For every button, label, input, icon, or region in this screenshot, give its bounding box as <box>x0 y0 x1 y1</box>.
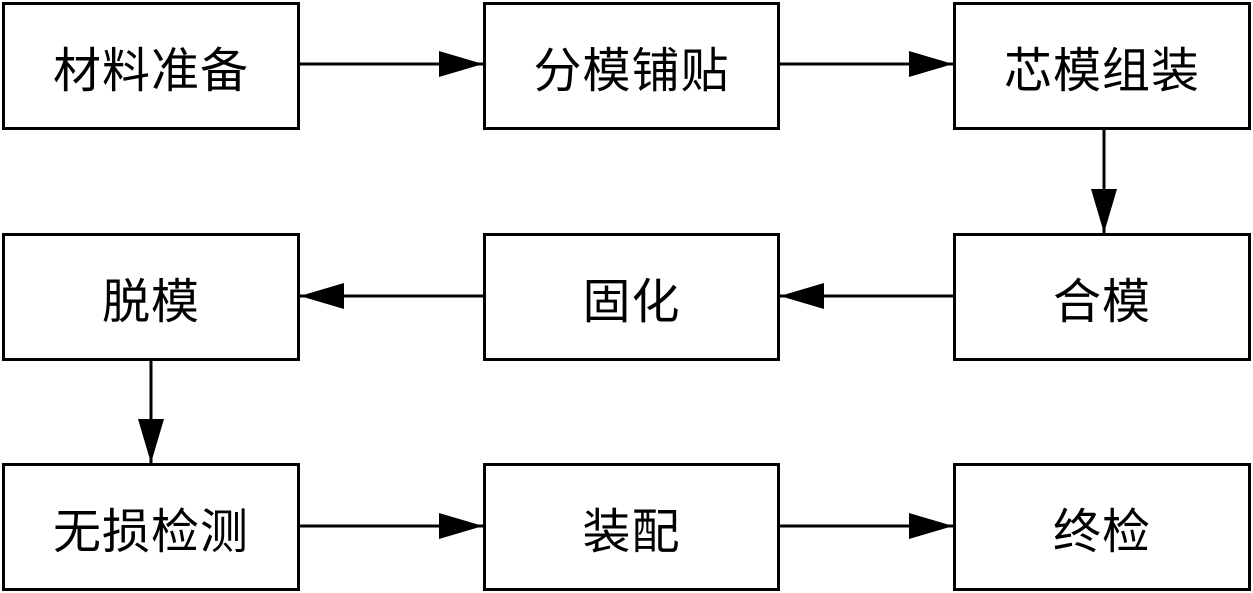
step-label: 终检 <box>1052 504 1151 560</box>
step-label: 脱模 <box>101 274 200 330</box>
step-label: 固化 <box>582 274 681 330</box>
step-demolding: 脱模 <box>2 233 300 361</box>
step-final-inspection: 终检 <box>953 463 1251 591</box>
step-core-mold-assembly: 芯模组装 <box>953 2 1251 130</box>
step-curing: 固化 <box>483 233 780 361</box>
step-material-prep: 材料准备 <box>2 2 300 130</box>
step-assembly: 装配 <box>483 463 780 591</box>
step-label: 装配 <box>582 504 681 560</box>
step-mold-closing: 合模 <box>953 233 1251 361</box>
step-ndt: 无损检测 <box>2 463 300 591</box>
step-label: 材料准备 <box>52 43 249 99</box>
step-label: 芯模组装 <box>1003 43 1200 99</box>
step-label: 分模铺贴 <box>533 43 730 99</box>
step-split-mold-layup: 分模铺贴 <box>483 2 780 130</box>
step-label: 无损检测 <box>52 504 249 560</box>
step-label: 合模 <box>1052 274 1151 330</box>
